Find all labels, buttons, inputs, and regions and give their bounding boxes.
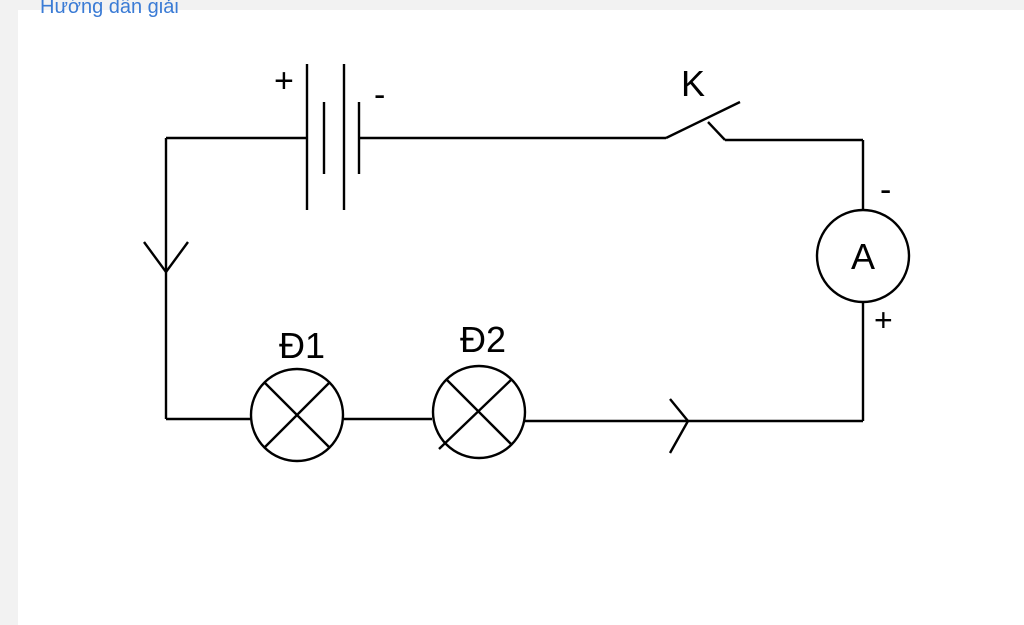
ammeter <box>815 208 911 304</box>
labels: + - K A - + Đ1 Đ2 <box>274 62 893 366</box>
battery <box>305 64 361 210</box>
switch-k <box>665 100 741 141</box>
battery-minus-label: - <box>374 76 385 114</box>
switch-label: K <box>681 63 705 104</box>
lamp-d2-cross-b <box>438 378 513 450</box>
lamp-d2-circle <box>431 364 527 460</box>
current-arrows <box>143 241 690 454</box>
lamp-d1-circle <box>249 367 345 463</box>
switch-blade <box>665 100 741 140</box>
battery-plus-label: + <box>274 62 294 100</box>
wires <box>164 136 865 423</box>
arrow-right-icon <box>668 398 690 454</box>
switch-contact <box>707 121 726 141</box>
arrow-down-icon <box>143 241 189 275</box>
circuit-diagram: + - K A - + Đ1 Đ2 <box>143 62 911 463</box>
diagram-canvas: + - K A - + Đ1 Đ2 Hướng dẫn giải <box>18 0 1024 625</box>
lamp-d1 <box>249 367 345 463</box>
lamp-d1-cross-b <box>263 381 331 449</box>
lamp-d2 <box>431 364 527 460</box>
top-link[interactable]: Hướng dẫn giải <box>40 0 179 18</box>
ammeter-plus-label: + <box>874 302 893 338</box>
lamp-d1-label: Đ1 <box>279 325 325 366</box>
ammeter-circle <box>815 208 911 304</box>
ammeter-minus-label: - <box>880 171 891 209</box>
ammeter-symbol: A <box>851 236 875 277</box>
lamp-d2-label: Đ2 <box>460 319 506 360</box>
